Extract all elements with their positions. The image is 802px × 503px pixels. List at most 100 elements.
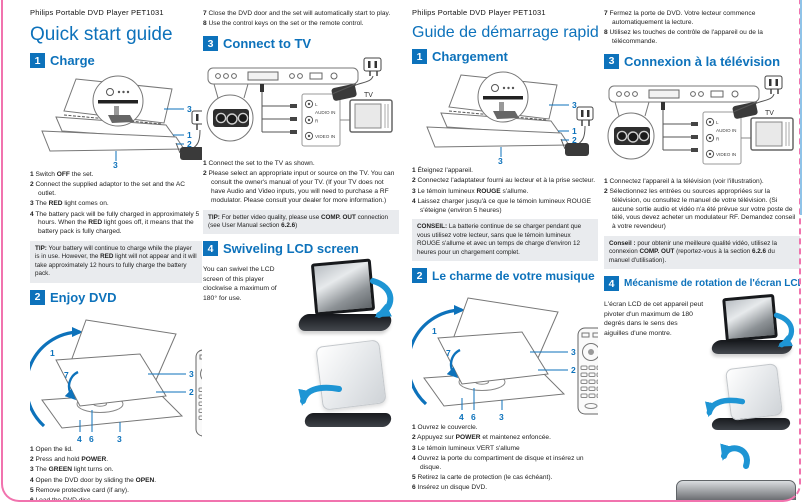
section-title: Chargement xyxy=(432,49,508,64)
section-title: Le charme de votre musique xyxy=(432,268,595,283)
step: 1 Connectez l'appareil à la télévision (… xyxy=(604,177,764,185)
callout-number: 3 xyxy=(499,412,504,422)
step: 2 Appuyez sur POWER et maintenez enfoncé… xyxy=(412,434,551,442)
step-list: 1 Connectez l'appareil à la télévision (… xyxy=(604,178,800,232)
swivel-arrow-icon xyxy=(64,370,79,400)
section-3-heading: 3 Connect to TV xyxy=(203,36,399,52)
jack-label: VIDEO IN xyxy=(315,134,335,139)
step-list: 1 Switch OFF the set. 2 Connect the supp… xyxy=(30,171,202,237)
callout-number: 4 xyxy=(459,412,464,422)
remote-control-icon xyxy=(577,327,598,415)
step: 3 Le témoin lumineux VERT s'allume xyxy=(412,444,520,452)
step: 2 Sélectionnez les entrées ou sources ap… xyxy=(604,187,796,231)
section-number-badge: 1 xyxy=(412,49,427,64)
section-title: Charge xyxy=(50,53,95,68)
step: 6 Load the DVD disc. xyxy=(30,497,202,500)
callout-number: 2 xyxy=(571,365,576,375)
power-plug-icon xyxy=(576,106,594,126)
section-number-badge: 1 xyxy=(30,53,45,68)
charge-illustration: 3 1 2 3 xyxy=(41,75,202,169)
enjoy-dvd-illustration: 1 7 3 2 4 6 3 xyxy=(30,319,202,444)
callout-number: 1 xyxy=(187,130,192,140)
swivel-photo-back xyxy=(702,363,796,436)
tip-box: CONSEIL: La batterie continue de se char… xyxy=(412,219,598,262)
jack-label: VIDEO IN xyxy=(716,152,736,157)
section-number-badge: 2 xyxy=(30,289,45,305)
callout-number: 3 xyxy=(571,347,576,357)
callout-number: 6 xyxy=(471,412,476,422)
player-base-photo xyxy=(303,413,393,428)
doc-header: Philips Portable DVD Player PET1031 xyxy=(30,8,164,17)
callout-number: 1 xyxy=(50,348,55,358)
step-list: 1 Open the lid. 2 Press and hold POWER. … xyxy=(30,446,202,500)
connect-tv-illustration: L AUDIO IN R VIDEO IN TV xyxy=(607,75,794,165)
swivel-description: You can swivel the LCD screen of this pl… xyxy=(203,266,277,302)
jack-label: AUDIO IN xyxy=(315,110,335,115)
player-screen-photo xyxy=(722,294,778,343)
player-screen-photo xyxy=(310,258,376,316)
rotate-arrow-icon xyxy=(720,443,750,470)
tip-box: TIP: For better video quality, please us… xyxy=(203,209,399,235)
callout-number: 6 xyxy=(89,434,94,444)
tip-box: Conseil : pour obtenir une meilleure qua… xyxy=(604,235,800,270)
step: 2 Connectez l'adaptateur fourni au lecte… xyxy=(412,177,596,185)
tv-icon xyxy=(349,99,393,133)
callout-number: 2 xyxy=(572,135,577,145)
page-en-column-2: 7 Close the DVD door and the set will au… xyxy=(203,6,399,500)
swivel-photo-front xyxy=(708,294,800,358)
callout-number: 3 xyxy=(117,434,122,444)
step: 8 Utilisez les touches de contrôle de l'… xyxy=(604,29,763,45)
step-list: 7 Close the DVD door and the set will au… xyxy=(203,10,399,29)
swivel-photo-front xyxy=(295,258,399,335)
section-title: Swiveling LCD screen xyxy=(223,241,359,257)
charge-illustration: 3 1 2 3 xyxy=(426,71,594,165)
jack-label: R xyxy=(315,119,319,124)
callout-number: 3 xyxy=(572,100,577,110)
section-title: Connect to TV xyxy=(223,36,312,52)
rotate-arrow-icon xyxy=(705,397,746,418)
page-edge-line xyxy=(800,0,802,215)
power-plug-icon xyxy=(363,57,382,77)
ac-adapter-icon xyxy=(331,84,357,101)
ac-adapter-icon xyxy=(180,147,202,160)
tv-label: TV xyxy=(765,110,774,117)
section-4-heading: 4 Swiveling LCD screen xyxy=(203,241,399,257)
section-2-heading: 2 Le charme de votre musique xyxy=(412,268,598,284)
doc-header: Philips Portable DVD Player PET1031 xyxy=(412,8,546,17)
tip-box: TIP: Your battery will continue to charg… xyxy=(30,241,202,283)
page-title: Guide de démarrage rapide xyxy=(412,24,598,41)
enjoy-dvd-illustration: 1 7 3 2 4 6 3 xyxy=(412,297,598,422)
jack-label: L xyxy=(716,120,719,125)
connect-tv-illustration: L AUDIO IN R VIDEO IN TV xyxy=(206,57,393,147)
section-2-heading: 2 Enjoy DVD xyxy=(30,289,202,305)
step: 3 Le témoin lumineux ROUGE s'allume. xyxy=(412,187,529,195)
section-1-heading: 1 Charge xyxy=(30,53,202,68)
callout-number: 7 xyxy=(446,348,451,358)
section-3-heading: 3 Connexion à la télévision xyxy=(604,53,800,69)
step: 1 Ouvrez le couvercle. xyxy=(412,424,478,432)
callout-number: 7 xyxy=(64,370,69,380)
section-4-heading: 4 Mécanisme de rotation de l'écran LCD xyxy=(604,276,800,292)
swivel-description: L'écran LCD de cet appareil peut pivoter… xyxy=(604,301,704,337)
step: 7 Fermez la porte de DVD. Votre lecteur … xyxy=(604,10,756,26)
step: 5 Retirez la carte de protection (le cas… xyxy=(412,474,553,482)
rotate-arrow-icon xyxy=(370,278,394,319)
closed-player-photo xyxy=(676,480,796,500)
swivel-section-row: You can swivel the LCD screen of this pl… xyxy=(203,258,399,339)
section-number-badge: 3 xyxy=(203,36,218,52)
ac-adapter-icon xyxy=(732,101,758,119)
tv-icon xyxy=(750,116,794,151)
jack-label: L xyxy=(315,102,318,107)
step: 5 Remove protective card (if any). xyxy=(30,486,129,494)
step: 8 Use the control keys on the set or the… xyxy=(203,20,364,28)
swivel-photo-closed xyxy=(672,440,800,500)
step: 4 Ouvrez la porte du compartiment de dis… xyxy=(412,455,584,471)
page-title: Quick start guide xyxy=(30,24,173,45)
swivel-photo-back xyxy=(295,339,395,433)
step: 1 Connect the set to the TV as shown. xyxy=(203,160,315,168)
callout-number: 3 xyxy=(187,104,192,114)
swivel-arrow-icon xyxy=(446,349,461,379)
step: 2 Press and hold POWER. xyxy=(30,456,109,463)
callout-number: 3 xyxy=(189,369,194,379)
step: 1 Open the lid. xyxy=(30,445,73,453)
